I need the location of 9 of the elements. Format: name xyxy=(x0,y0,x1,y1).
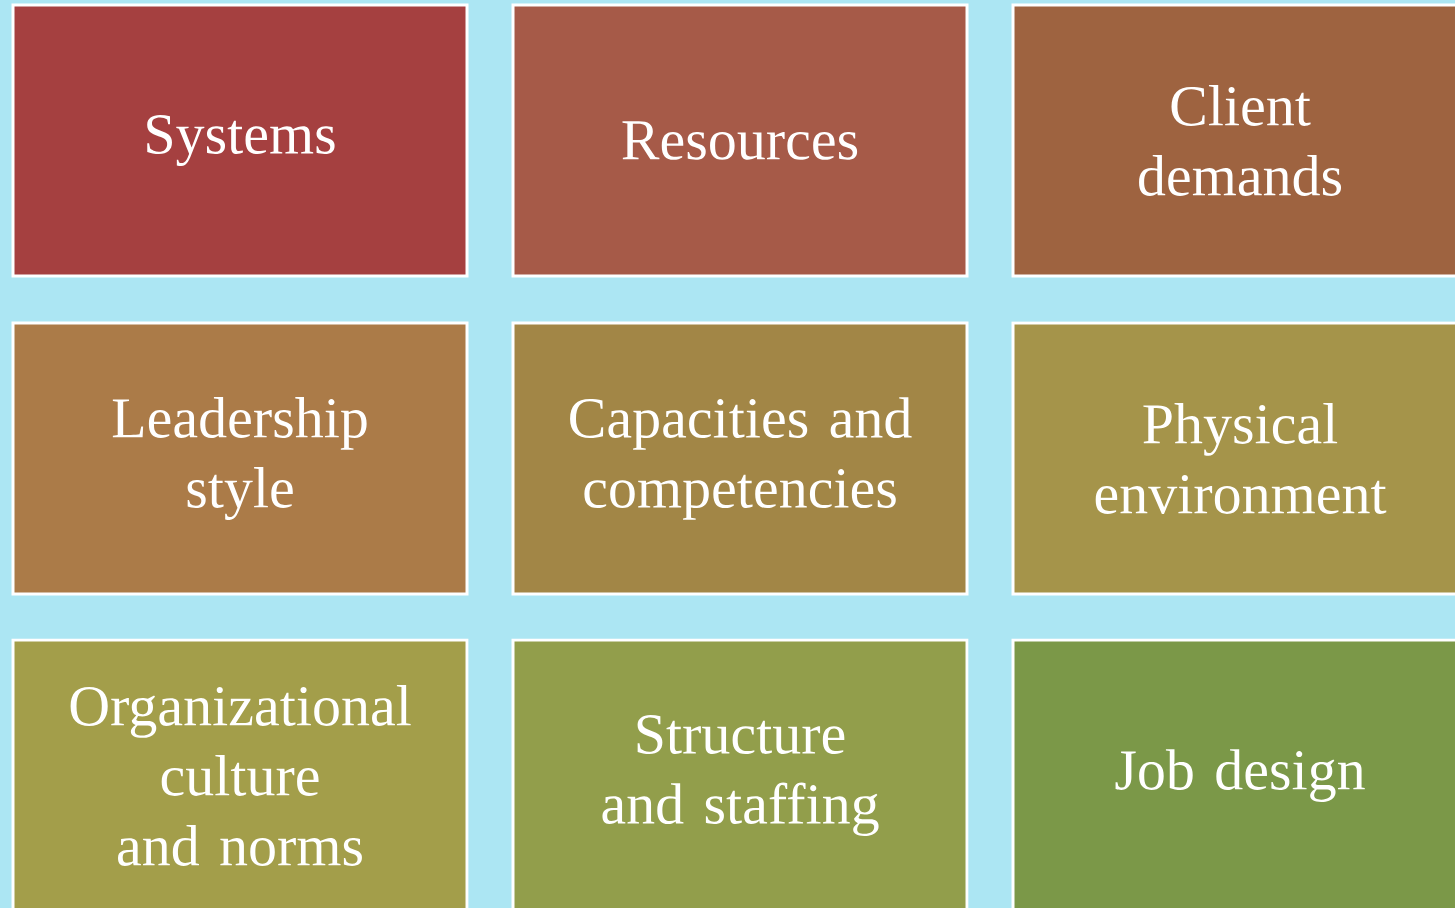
factor-box: Leadership style xyxy=(11,321,469,596)
factor-box: Organizational culture and norms xyxy=(11,638,469,908)
factor-box: Physical environment xyxy=(1011,321,1455,596)
factor-box: Resources xyxy=(511,3,969,278)
factor-box: Job design xyxy=(1011,638,1455,908)
factor-box: Structure and staffing xyxy=(511,638,969,908)
factor-box: Capacities and competencies xyxy=(511,321,969,596)
factor-box: Client demands xyxy=(1011,3,1455,278)
factor-box: Systems xyxy=(11,3,469,278)
